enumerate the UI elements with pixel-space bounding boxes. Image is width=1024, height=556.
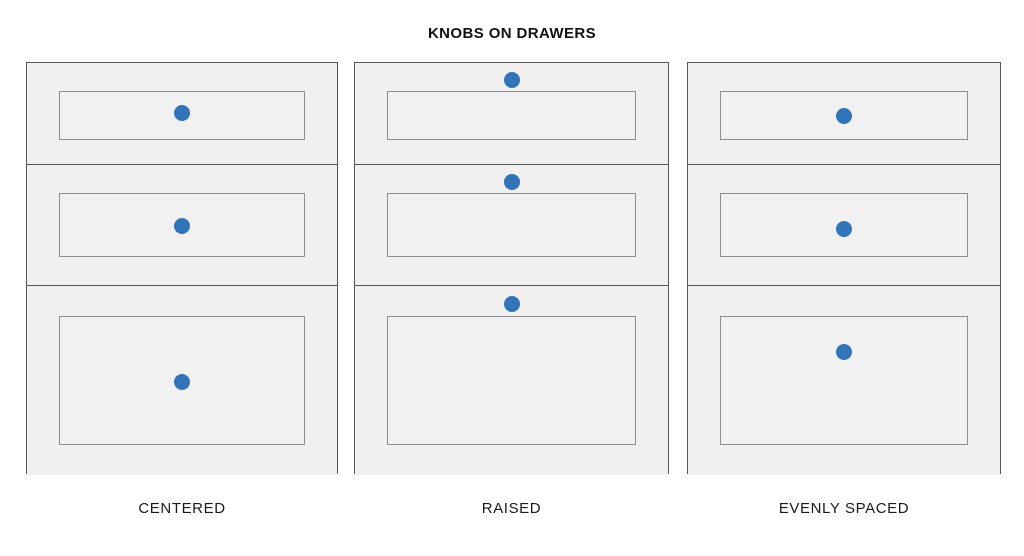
unit-caption-evenly-spaced: EVENLY SPACED bbox=[778, 500, 910, 517]
drawer-row[interactable] bbox=[27, 164, 337, 285]
drawer-comparison-figure bbox=[0, 62, 1024, 475]
drawer-panel bbox=[387, 193, 636, 257]
drawer-panel bbox=[387, 316, 636, 445]
drawer-row[interactable] bbox=[355, 285, 668, 475]
drawer-knob[interactable] bbox=[503, 72, 520, 88]
drawer-row[interactable] bbox=[27, 63, 337, 164]
drawer-panel bbox=[387, 91, 636, 140]
drawer-unit-centered bbox=[26, 62, 338, 475]
unit-caption-raised: RAISED bbox=[481, 500, 542, 517]
drawer-knob[interactable] bbox=[836, 221, 852, 237]
drawer-row[interactable] bbox=[27, 285, 337, 475]
drawer-knob[interactable] bbox=[836, 344, 852, 360]
unit-caption-centered: CENTERED bbox=[138, 500, 226, 517]
drawer-panel bbox=[720, 316, 968, 445]
drawer-row[interactable] bbox=[688, 164, 1000, 285]
drawer-row[interactable] bbox=[688, 285, 1000, 475]
drawer-row[interactable] bbox=[688, 63, 1000, 164]
drawer-knob[interactable] bbox=[836, 108, 852, 124]
drawer-unit-evenly-spaced bbox=[687, 62, 1001, 475]
drawer-knob[interactable] bbox=[174, 105, 190, 121]
drawer-row[interactable] bbox=[355, 164, 668, 285]
drawer-knob[interactable] bbox=[174, 218, 190, 234]
drawer-unit-raised bbox=[354, 62, 669, 475]
drawer-knob[interactable] bbox=[503, 296, 520, 312]
drawer-row[interactable] bbox=[355, 63, 668, 164]
page-title: KNOBS ON DRAWERS bbox=[427, 25, 597, 42]
drawer-knob[interactable] bbox=[503, 174, 520, 190]
drawer-knob[interactable] bbox=[174, 374, 190, 390]
